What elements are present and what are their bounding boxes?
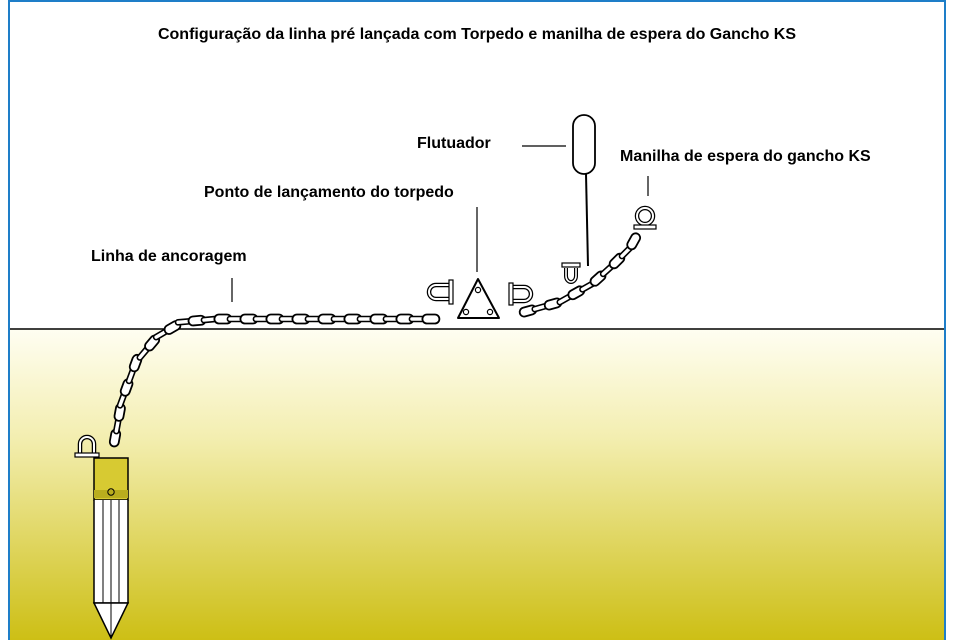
- ks-shackle-icon: [633, 205, 657, 230]
- chain-link: [626, 232, 642, 251]
- chain-link: [421, 313, 441, 325]
- torpedo-icon: [92, 457, 130, 640]
- ks-chain: [518, 232, 642, 318]
- diagram-title: Configuração da linha pré lançada com To…: [157, 26, 797, 43]
- label-ks-shackle: Manilha de espera do gancho KS: [620, 148, 871, 165]
- plate-left-shackle-icon: [426, 279, 454, 305]
- seabed: [9, 329, 945, 640]
- label-anchor-line: Linha de ancoragem: [91, 248, 247, 265]
- float-shackle-icon: [561, 262, 581, 284]
- torpedo-shackle-icon: [74, 434, 100, 458]
- label-launch-point: Ponto de lançamento do torpedo: [204, 184, 454, 201]
- float-icon: [572, 114, 596, 267]
- label-float: Flutuador: [417, 135, 491, 152]
- triangle-plate-icon: [457, 278, 500, 319]
- plate-right-shackle-icon: [508, 282, 534, 306]
- anchor-chain: [108, 313, 441, 448]
